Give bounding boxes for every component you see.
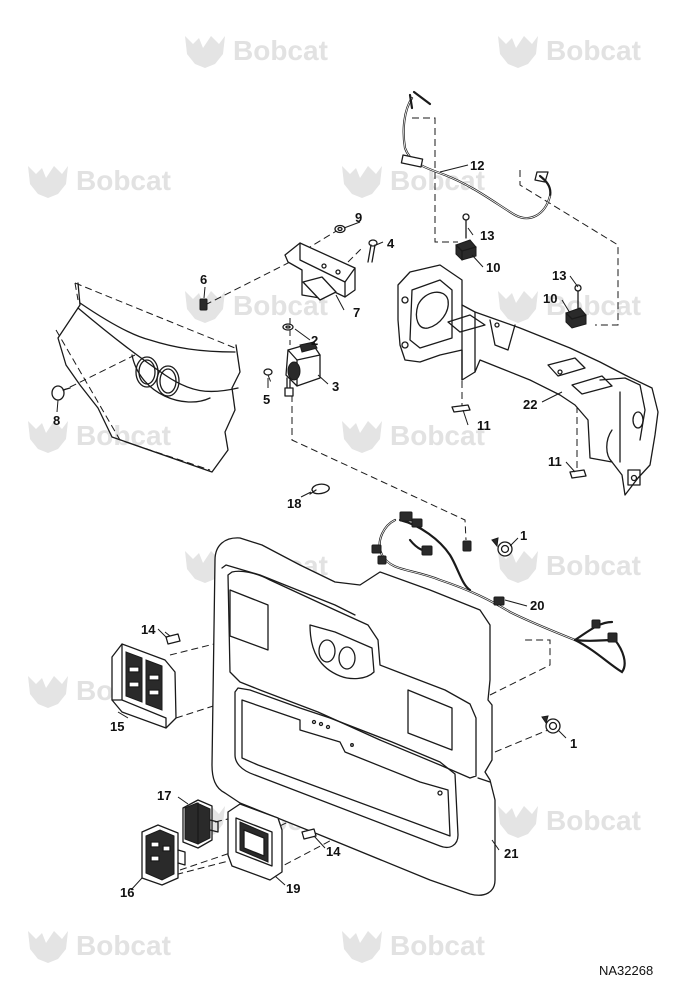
clamp-part-18 (309, 483, 330, 495)
bobcat-watermark: Bobcat (498, 290, 641, 323)
mount-bracket-part-7 (284, 242, 356, 301)
bobcat-watermark: Bobcat (185, 35, 328, 68)
bobcat-logo-icon (498, 551, 538, 583)
callout-numbers: 1 1 2 3 4 5 6 7 8 9 10 10 11 11 12 13 13… (53, 158, 577, 900)
screw-part-8 (51, 385, 71, 401)
switch-part-17 (182, 799, 219, 849)
bobcat-logo-icon (342, 931, 382, 963)
watermark-text: Bobcat (546, 290, 641, 321)
bobcat-logo-icon (498, 806, 538, 838)
watermark-text: Bobcat (76, 930, 171, 961)
alarm-part-3 (284, 341, 321, 397)
watermark-text: Bobcat (546, 805, 641, 836)
clip-part-6 (199, 298, 208, 311)
watermark-text: Bobcat (390, 165, 485, 196)
bobcat-watermark: Bobcat (498, 805, 641, 838)
watermark-text: Bobcat (233, 35, 328, 66)
callout-leaders (56, 164, 579, 891)
bobcat-logo-icon (28, 421, 68, 453)
watermark-text: Bobcat (390, 420, 485, 451)
callout-19: 19 (286, 881, 300, 896)
callout-11: 11 (548, 454, 562, 469)
bezel-part-19 (227, 803, 283, 881)
mount-frame-part-22 (397, 264, 659, 496)
bobcat-watermark: Bobcat (498, 35, 641, 68)
wire-harness-part-20 (371, 511, 626, 674)
callout-10: 10 (543, 291, 557, 306)
callout-8: 8 (53, 413, 60, 428)
bobcat-logo-icon (28, 931, 68, 963)
clip-part-14-lower (301, 828, 317, 840)
watermark-text: Bobcat (76, 420, 171, 451)
dash-panel-part-21 (211, 537, 496, 896)
relay-part-10-upper (455, 239, 477, 261)
callout-1: 1 (570, 736, 577, 751)
watermark-text: Bobcat (546, 35, 641, 66)
watermark-text: Bobcat (76, 165, 171, 196)
bolt-part-4 (367, 239, 378, 263)
callout-5: 5 (263, 392, 270, 407)
callout-11: 11 (477, 418, 491, 433)
bobcat-logo-icon (498, 36, 538, 68)
clip-part-11-lower (569, 469, 587, 479)
bobcat-logo-icon (498, 291, 538, 323)
callout-3: 3 (332, 379, 339, 394)
nut-part-5 (263, 368, 273, 376)
callout-22: 22 (523, 397, 537, 412)
callout-9: 9 (355, 210, 362, 225)
callout-16: 16 (120, 885, 134, 900)
clamp-part-1-lower (541, 715, 561, 734)
callout-14: 14 (141, 622, 156, 637)
bobcat-watermark: Bobcat (498, 550, 641, 583)
callout-20: 20 (530, 598, 544, 613)
callout-12: 12 (470, 158, 484, 173)
document-number: NA32268 (599, 963, 653, 978)
bobcat-logo-icon (342, 166, 382, 198)
bobcat-watermark: Bobcat (342, 420, 485, 453)
bobcat-watermark: Bobcat (28, 420, 171, 453)
watermark-text: Bobcat (546, 550, 641, 581)
bobcat-watermark: Bobcat (342, 165, 485, 198)
bobcat-logo-icon (342, 421, 382, 453)
bobcat-watermark: Bobcat (342, 930, 485, 963)
callout-14: 14 (326, 844, 341, 859)
callout-10: 10 (486, 260, 500, 275)
callout-6: 6 (200, 272, 207, 287)
switch-panel-part-15 (111, 643, 177, 729)
side-panel-part (57, 282, 241, 473)
clip-part-11-upper (451, 404, 471, 413)
callout-7: 7 (353, 305, 360, 320)
bobcat-watermark: Bobcat (28, 165, 171, 198)
bobcat-logo-icon (28, 676, 68, 708)
callout-13: 13 (480, 228, 494, 243)
callout-4: 4 (387, 236, 395, 251)
nut-part-9 (334, 224, 346, 234)
callout-1: 1 (520, 528, 527, 543)
switch-part-16 (141, 824, 186, 886)
bobcat-logo-icon (28, 166, 68, 198)
clamp-part-1-upper (491, 537, 513, 557)
screw-part-13-lower (574, 284, 582, 309)
callout-15: 15 (110, 719, 124, 734)
watermark-text: Bobcat (390, 930, 485, 961)
bobcat-watermark: Bobcat (28, 930, 171, 963)
wire-harness-part-12 (400, 90, 552, 220)
callout-21: 21 (504, 846, 518, 861)
callout-18: 18 (287, 496, 301, 511)
bobcat-logo-icon (185, 36, 225, 68)
washer-part-2 (282, 323, 294, 331)
callout-13: 13 (552, 268, 566, 283)
relay-part-10-lower (565, 307, 587, 329)
screw-part-13-upper (462, 213, 470, 239)
callout-2: 2 (311, 333, 318, 348)
clip-part-14-upper (165, 633, 181, 645)
callout-17: 17 (157, 788, 171, 803)
